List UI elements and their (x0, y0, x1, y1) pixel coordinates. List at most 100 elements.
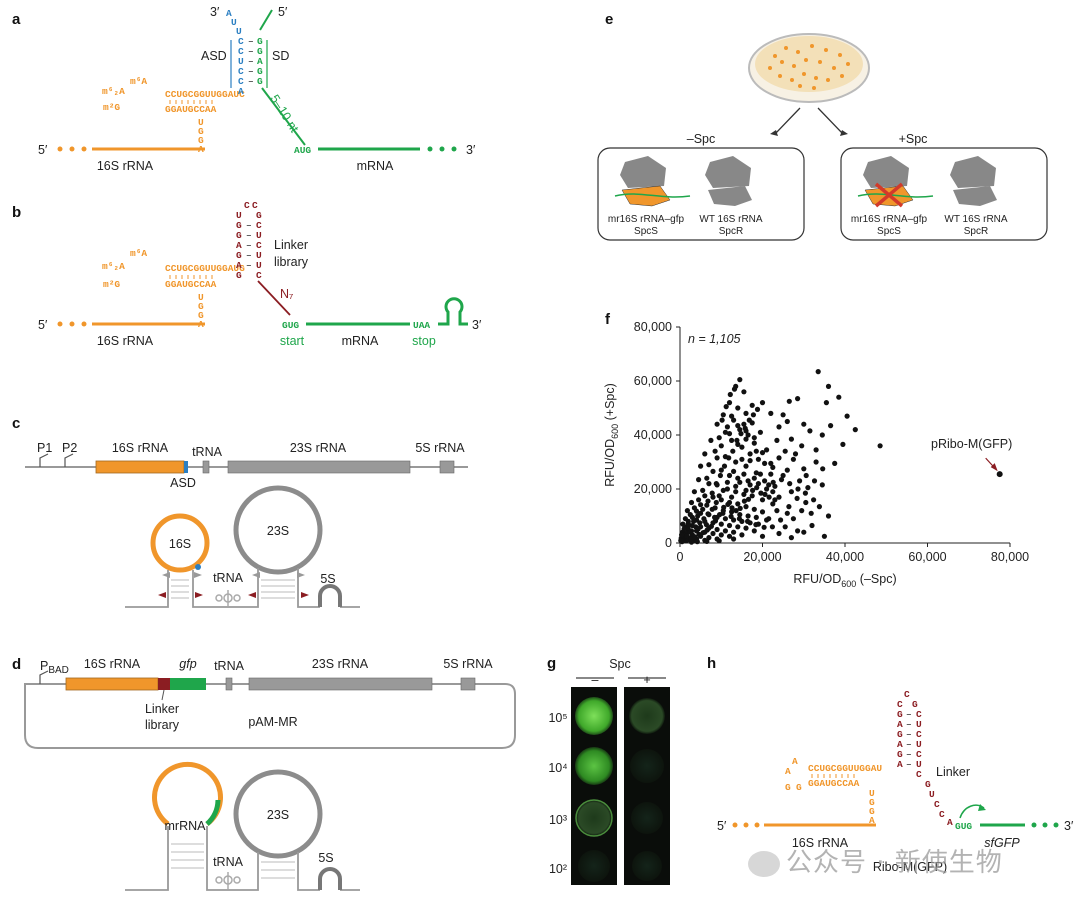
data-point (729, 413, 735, 419)
svg-text:C: C (238, 76, 244, 87)
data-point (770, 479, 776, 485)
arrowhead (978, 804, 986, 811)
data-point (746, 417, 752, 423)
five-prime-mrna: 5′ (278, 5, 288, 19)
ribosome-large (950, 156, 996, 188)
data-point (733, 483, 739, 489)
rrna16-label: 16S rRNA (112, 441, 169, 455)
data-point (682, 516, 689, 522)
n7-label: N₇ (280, 287, 293, 301)
dot (743, 822, 749, 828)
data-point (809, 522, 815, 529)
asd-dot (195, 564, 201, 570)
data-point (743, 410, 749, 416)
data-point (825, 383, 832, 389)
data-point (805, 485, 811, 491)
panel-c: c P1 P2 16S rRNA ASD tRNA 23S rRNA 5S rR… (12, 415, 468, 608)
panel-g-label: g (547, 655, 556, 672)
linker-pointer (161, 689, 165, 701)
panel-f-label: f (605, 311, 611, 328)
spot-minus-1e3 (575, 799, 613, 837)
data-point (825, 513, 832, 519)
data-point (724, 486, 731, 492)
data-point (739, 444, 745, 450)
data-point (741, 471, 747, 477)
data-point (811, 478, 818, 484)
data-point (721, 463, 728, 469)
data-point (877, 443, 883, 449)
data-point (722, 516, 729, 522)
data-point (786, 504, 792, 510)
start-codon: GUG (955, 821, 972, 832)
data-point (745, 478, 751, 484)
data-point (691, 518, 697, 525)
data-point (708, 437, 714, 443)
data-point (762, 460, 768, 466)
data-point (738, 431, 744, 437)
base-pair-ticks (811, 774, 855, 778)
data-point (718, 532, 724, 538)
data-point (695, 513, 701, 519)
data-point (726, 472, 733, 479)
plus-label: + (643, 673, 650, 687)
data-point (786, 398, 792, 404)
helix-top-seq: CCUGCGGUUGGAUC (165, 89, 245, 100)
rrna5-gene (439, 460, 455, 474)
tail-g: G (198, 301, 204, 312)
data-point (730, 448, 736, 454)
data-point (743, 428, 749, 434)
helix-bottom-seq: GGAUGCCAA (165, 279, 217, 290)
data-point (759, 533, 766, 539)
data-point (688, 536, 694, 542)
data-point (747, 482, 753, 488)
svg-text:–: – (906, 739, 912, 750)
p2-arrow (64, 453, 74, 467)
data-point (801, 529, 807, 535)
data-point (698, 502, 704, 508)
panel-d: d PBAD 16S rRNA gfp tRNA 23S rRNA 5S rRN… (12, 656, 516, 891)
n7-strand (257, 280, 291, 316)
loop5-label: 5S (320, 572, 335, 586)
mod-m62a: m⁶₂A (102, 86, 125, 97)
mod-m62a: m⁶₂A (102, 261, 125, 272)
spc-r-label: SpcR (964, 226, 988, 237)
data-point (731, 536, 737, 542)
data-point (729, 509, 735, 515)
wt-label: WT 16S rRNA (944, 214, 1007, 225)
data-point (778, 517, 784, 523)
minus-spc-box (597, 147, 805, 241)
svg-text:C: C (256, 220, 262, 231)
svg-text:U: U (236, 26, 242, 37)
svg-text:C: C (252, 200, 258, 211)
data-point (774, 437, 780, 443)
y-tick-label: 60,000 (634, 374, 672, 388)
panel-e-label: e (605, 11, 613, 28)
data-point (792, 451, 799, 457)
loop23-label: 23S (267, 808, 289, 822)
data-point (687, 529, 693, 535)
dot (1053, 822, 1059, 828)
p1-label: P1 (37, 441, 52, 455)
rrna23-label: 23S rRNA (312, 657, 369, 671)
mod-m6a: m⁶A (130, 76, 147, 87)
data-point (691, 489, 698, 495)
data-point (712, 448, 718, 454)
data-point (801, 421, 807, 427)
data-point (758, 490, 764, 496)
svg-text:C: C (904, 689, 910, 700)
svg-text:U: U (238, 56, 244, 67)
data-point (717, 472, 724, 479)
rrna5-label: 5S rRNA (443, 657, 493, 671)
svg-text:A: A (897, 719, 903, 730)
data-point (768, 460, 774, 466)
data-point (799, 508, 805, 514)
data-point (741, 491, 747, 497)
data-point (751, 440, 757, 446)
dot (732, 822, 738, 828)
panel-h: h 5′ 16S rRNA A A G G CCUGCGGUUGGAU GGAU… (707, 655, 1074, 874)
data-point (774, 508, 780, 514)
svg-text:C: C (238, 36, 244, 47)
data-point (726, 455, 732, 461)
